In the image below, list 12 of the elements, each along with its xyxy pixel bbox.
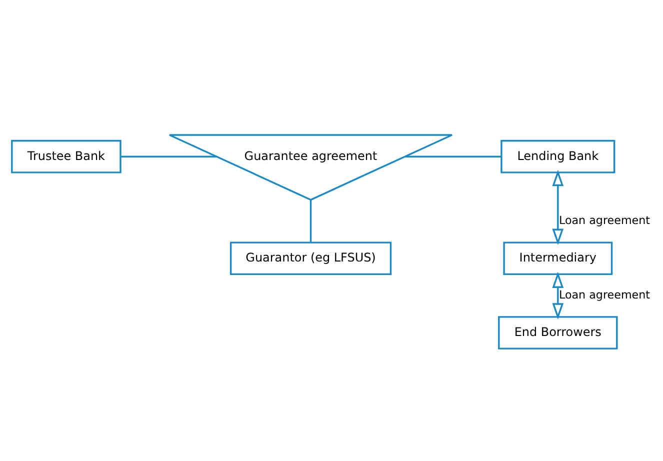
node-box: End Borrowers bbox=[498, 316, 618, 349]
edge-label: Loan agreement bbox=[558, 214, 650, 227]
node-box: Trustee Bank bbox=[11, 139, 122, 173]
arrow bbox=[552, 271, 564, 319]
node-box: Lending Bank bbox=[500, 139, 616, 173]
connector bbox=[120, 155, 216, 157]
connector bbox=[405, 155, 502, 157]
node-box: Guarantor (eg LFSUS) bbox=[230, 241, 392, 275]
arrow bbox=[552, 169, 564, 245]
edge-label: Loan agreement bbox=[558, 288, 650, 301]
node-box: Intermediary bbox=[503, 241, 613, 275]
connector bbox=[310, 199, 312, 242]
